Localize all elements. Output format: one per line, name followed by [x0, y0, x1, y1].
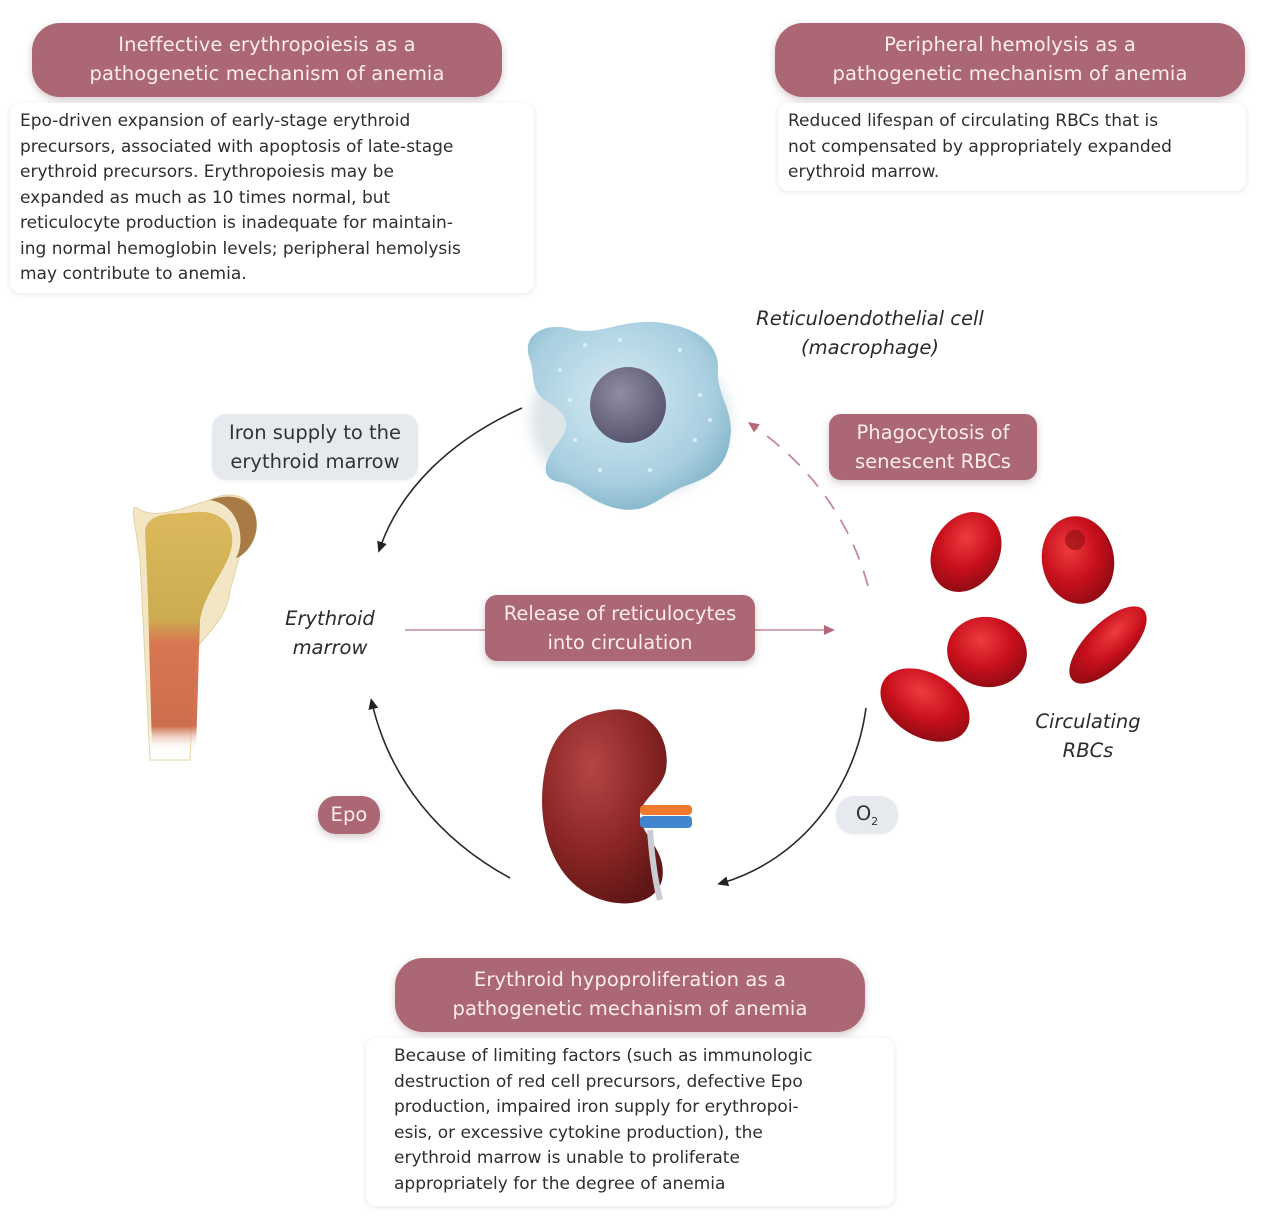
oxygen-label: O2	[836, 796, 898, 834]
phagocytosis-label: Phagocytosis of senescent RBCs	[829, 414, 1037, 480]
epo-label: Epo	[318, 796, 380, 834]
arrow-rbc-to-kidney	[717, 707, 867, 887]
title-line: pathogenetic mechanism of anemia	[452, 997, 808, 1020]
label-line: erythroid marrow	[230, 450, 400, 473]
macrophage-label: Reticuloendothelial cell (macrophage)	[730, 304, 1010, 362]
label-line: Release of reticulocytes	[503, 602, 737, 625]
peripheral-hemolysis-title: Peripheral hemolysis as a pathogenetic m…	[775, 23, 1245, 97]
arrow-kidney-to-marrow	[368, 698, 511, 879]
ineffective-erythropoiesis-title: Ineffective erythropoiesis as a pathogen…	[32, 23, 502, 97]
oxygen-symbol: O	[855, 802, 872, 825]
hypoproliferation-description: Because of limiting factors (such as imm…	[366, 1038, 894, 1206]
text-line: ing normal hemoglobin levels; peripheral…	[20, 238, 461, 259]
label-line: RBCs	[1062, 739, 1114, 762]
text-line: erythroid precursors. Erythropoiesis may…	[20, 162, 394, 182]
circulating-rbcs-label: Circulating RBCs	[1018, 707, 1158, 765]
macrophage-cell-icon	[527, 321, 731, 510]
arrow-macrophage-to-marrow	[377, 407, 523, 553]
release-reticulocytes-label: Release of reticulocytes into circulatio…	[485, 595, 755, 661]
label-line: Phagocytosis of	[856, 421, 1010, 444]
text-line: may contribute to anemia.	[20, 264, 247, 284]
label-line: (macrophage)	[801, 336, 939, 359]
red-blood-cells-icon	[880, 512, 1147, 742]
oxygen-subscript: 2	[871, 814, 879, 828]
label-line: Iron supply to the	[228, 421, 402, 444]
label-line: Circulating	[1035, 710, 1141, 733]
title-line: pathogenetic mechanism of anemia	[832, 62, 1188, 85]
ineffective-erythropoiesis-description: Epo-driven expansion of early-stage eryt…	[10, 103, 534, 293]
hypoproliferation-title: Erythroid hypoproliferation as a pathoge…	[395, 958, 865, 1032]
kidney-icon	[542, 709, 692, 904]
text-line: Because of limiting factors (such as imm…	[394, 1046, 813, 1066]
label-line: Reticuloendothelial cell	[756, 307, 984, 330]
iron-supply-label: Iron supply to the erythroid marrow	[212, 414, 418, 480]
title-line: Ineffective erythropoiesis as a	[118, 33, 416, 56]
label-line: senescent RBCs	[855, 450, 1011, 473]
title-line: pathogenetic mechanism of anemia	[89, 62, 445, 85]
text-line: esis, or excessive cytokine production),…	[394, 1122, 763, 1143]
text-line: appropriately for the degree of anemia	[394, 1173, 726, 1194]
label-line: Erythroid	[285, 607, 375, 630]
erythroid-marrow-label: Erythroid marrow	[262, 604, 398, 662]
text-line: erythroid marrow.	[788, 162, 940, 182]
title-line: Peripheral hemolysis as a	[884, 33, 1136, 56]
text-line: Reduced lifespan of circulating RBCs tha…	[788, 111, 1159, 131]
arrow-rbc-to-macrophage-dashed	[747, 422, 869, 587]
label-line: marrow	[292, 636, 368, 659]
text-line: precursors, associated with apoptosis of…	[20, 136, 454, 157]
text-line: expanded as much as 10 times normal, but	[20, 187, 391, 208]
text-line: reticulocyte production is inadequate fo…	[20, 213, 453, 233]
text-line: production, impaired iron supply for ery…	[394, 1097, 799, 1117]
text-line: not compensated by appropriately expande…	[788, 136, 1172, 157]
title-line: Erythroid hypoproliferation as a	[473, 968, 787, 991]
text-line: erythroid marrow is unable to proliferat…	[394, 1148, 740, 1168]
peripheral-hemolysis-description: Reduced lifespan of circulating RBCs tha…	[778, 103, 1246, 191]
text-line: destruction of red cell precursors, defe…	[394, 1071, 803, 1092]
label-line: into circulation	[547, 631, 693, 654]
text-line: Epo-driven expansion of early-stage eryt…	[20, 111, 411, 131]
femur-bone-icon	[132, 494, 257, 761]
